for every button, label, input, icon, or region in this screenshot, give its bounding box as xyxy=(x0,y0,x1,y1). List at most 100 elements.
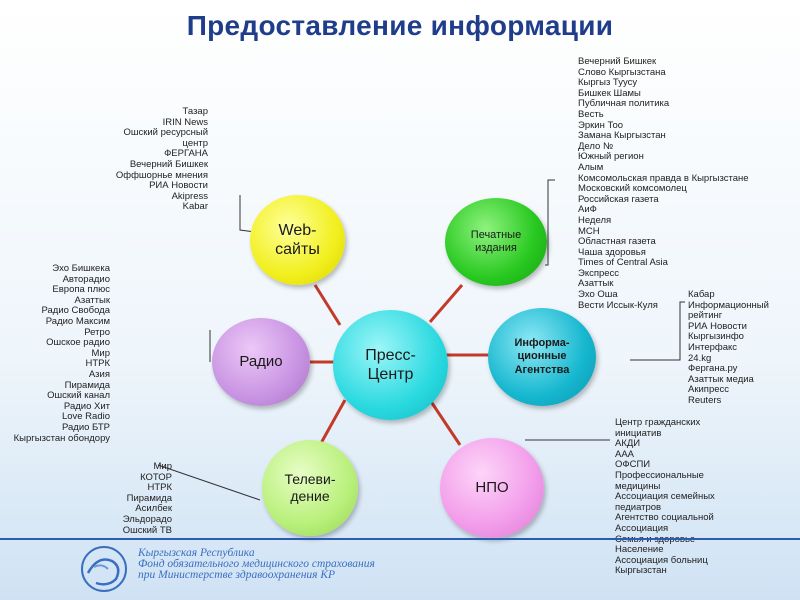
list-item: Авторадио xyxy=(62,273,110,285)
list-item: КОТОР xyxy=(140,471,172,483)
list-radio: Эхо Бишкека Авторадио Европа плюс Азатты… xyxy=(2,263,110,444)
list-print: Вечерний Бишкек Слово Кыргызстана Кыргыз… xyxy=(578,56,778,311)
list-item: Азаттык медиа xyxy=(688,373,754,385)
list-tv: Мир КОТОР НТРК Пирамида Асилбек Эльдорад… xyxy=(78,461,172,536)
list-item: Оффшорнье мнения xyxy=(115,169,208,181)
list-item: Вечерний Бишкек xyxy=(129,158,208,170)
list-item: Ассоциация больниц xyxy=(615,554,708,566)
list-item: Akipress xyxy=(171,190,208,202)
list-item: Ошский ТВ xyxy=(122,524,172,536)
list-item: Комсомольская правда в Кыргызстане xyxy=(578,172,749,184)
node-print-label: Печатные издания xyxy=(470,228,522,254)
list-item: Вести Иссык-Куля xyxy=(578,299,658,311)
list-item: Замана Кыргызстан xyxy=(578,130,666,142)
list-item: Мир xyxy=(91,347,110,359)
list-item: Reuters xyxy=(688,394,722,406)
list-item: Love Radio xyxy=(61,411,110,423)
list-item: Асилбек xyxy=(135,503,172,515)
list-item: Эхо Бишкека xyxy=(52,263,110,274)
list-item: АКДИ xyxy=(615,438,641,450)
list-item: Эхо Оша xyxy=(578,289,618,301)
node-web-label: Web- сайты xyxy=(275,221,320,258)
footer-line-2: Фонд обязательного медицинского страхова… xyxy=(138,558,375,570)
list-item: НТРК xyxy=(85,358,110,370)
list-item: РИА Новости xyxy=(688,320,747,332)
list-item: Ассоциация семейных xyxy=(615,491,715,503)
node-print: Печатные издания xyxy=(445,198,547,286)
list-item: Неделя xyxy=(578,214,612,226)
list-item: инициатив xyxy=(615,427,662,439)
connector-web xyxy=(313,284,342,326)
list-item: Южный регион xyxy=(578,151,644,163)
list-item: Пирамида xyxy=(126,492,172,504)
list-item: ОФСПИ xyxy=(615,459,651,471)
footer-line-1: Кыргызская Республика xyxy=(138,547,255,559)
footer-text: Кыргызская Республика Фонд обязательного… xyxy=(138,547,375,581)
list-item: 24.kg xyxy=(688,352,712,364)
list-item: МСН xyxy=(578,225,600,237)
list-item: Ошский канал xyxy=(47,390,110,402)
list-item: Times of Central Asia xyxy=(578,257,668,269)
connector-print xyxy=(428,284,464,323)
list-item: Радио Хит xyxy=(63,400,110,412)
list-item: Радио БТР xyxy=(61,421,110,433)
list-item: НТРК xyxy=(147,482,172,494)
list-item: Областная газета xyxy=(578,236,656,248)
list-item: Население xyxy=(615,544,664,556)
list-item: РИА Новости xyxy=(149,180,208,192)
bracket-print xyxy=(545,179,555,266)
list-agencies: Кабар Информационный рейтинг РИА Новости… xyxy=(688,289,793,407)
list-item: центр xyxy=(182,137,209,149)
connector-tv xyxy=(318,399,347,446)
bracket-tv xyxy=(157,464,261,501)
node-tv-label: Телеви- дение xyxy=(284,471,336,504)
list-item: Эльдорадо xyxy=(122,513,172,525)
list-item: Бишкек Шамы xyxy=(578,87,641,99)
list-item: Мир xyxy=(153,461,172,472)
list-web: Тазар IRIN News Ошский ресурсный центр Ф… xyxy=(108,106,209,213)
list-item: Азия xyxy=(88,368,110,380)
list-item: Профессиональные xyxy=(615,469,704,481)
slide-title: Предоставление информации xyxy=(186,10,614,41)
list-item: Агентство социальной xyxy=(615,512,714,524)
list-item: Кыргыз Туусу xyxy=(578,77,638,89)
list-item: Публичная политика xyxy=(578,98,670,110)
node-center-label: Пресс- Центр xyxy=(365,346,416,383)
list-item: Чаша здоровья xyxy=(578,246,646,258)
list-item: Азаттык xyxy=(74,294,110,306)
list-item: Тазар xyxy=(182,106,208,117)
list-item: Радио Максим xyxy=(45,315,110,327)
list-item: Вечерний Бишкек xyxy=(578,56,657,67)
list-item: медицины xyxy=(615,480,661,492)
list-item: ФЕРГАНА xyxy=(164,148,208,160)
list-item: Пирамида xyxy=(64,379,110,391)
list-item: Интерфакс xyxy=(688,341,737,353)
list-item: IRIN News xyxy=(162,116,208,128)
node-ngo-label: НПО xyxy=(475,479,509,496)
list-item: педиатров xyxy=(615,501,662,513)
connector-ngo xyxy=(428,399,462,446)
list-item: Ретро xyxy=(84,326,110,338)
node-radio: Радио xyxy=(212,318,310,406)
list-item: Весть xyxy=(578,108,604,120)
node-web: Web- сайты xyxy=(250,195,345,285)
node-radio-label: Радио xyxy=(239,353,283,370)
footer-divider xyxy=(0,538,800,540)
footer-line-3: при Министерстве здравоохранения КР xyxy=(138,569,336,581)
list-item: Радио Свобода xyxy=(41,305,110,317)
list-item: Азаттык xyxy=(578,278,614,290)
node-agencies: Информа- ционные Агентства xyxy=(488,308,596,406)
node-ngo: НПО xyxy=(440,438,544,538)
list-ngo: Центр гражданских инициатив АКДИ ААА ОФС… xyxy=(615,417,785,577)
node-center: Пресс- Центр xyxy=(333,310,448,420)
fund-logo-icon xyxy=(81,546,127,592)
list-item: Московский комсомолец xyxy=(578,183,687,195)
list-item: ААА xyxy=(615,448,635,460)
list-item: Эркин Тоо xyxy=(578,119,624,131)
list-item: Ассоциация xyxy=(615,522,669,534)
list-item: Ошское радио xyxy=(46,337,110,349)
node-tv: Телеви- дение xyxy=(262,440,358,536)
list-item: Алым xyxy=(578,161,604,173)
list-item: Российская газета xyxy=(578,193,659,205)
